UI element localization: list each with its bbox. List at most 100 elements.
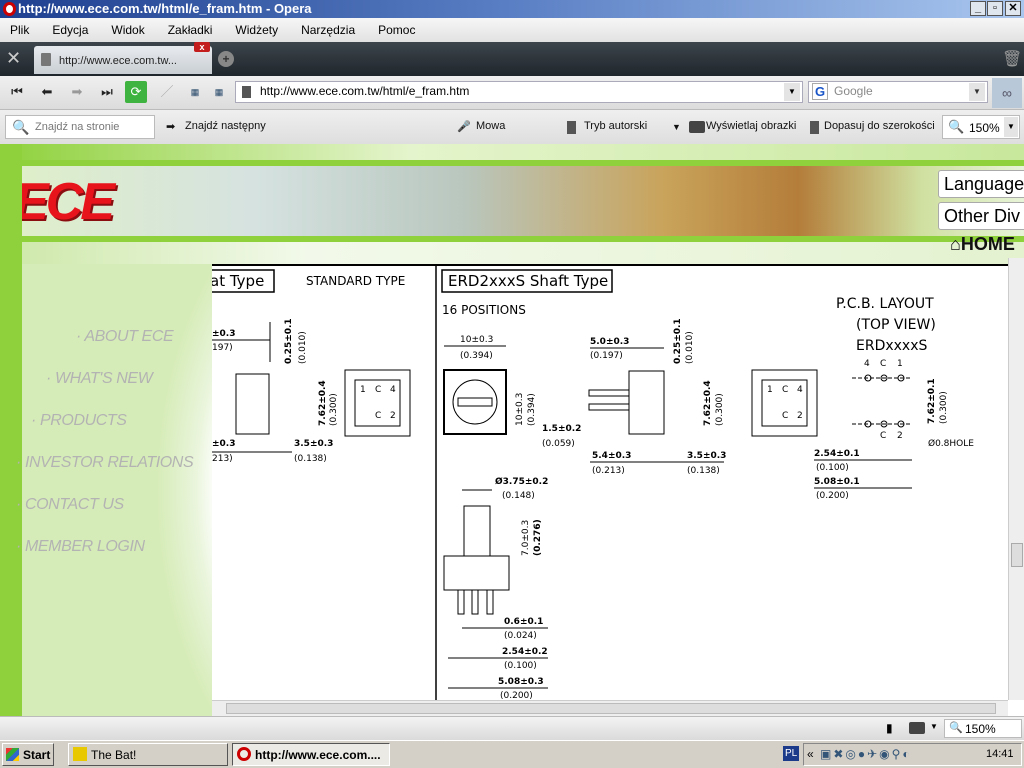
fit-width-button[interactable]: Dopasuj do szerokości [824,120,935,132]
fast-forward-button[interactable]: ⏭ [101,84,113,99]
language-select[interactable]: Language [938,170,1024,198]
task-the-bat[interactable]: The Bat! [68,743,228,766]
dim-label: 5.4±0.3 [592,451,631,461]
search-icon: 🔍 [12,119,30,135]
edit-icon[interactable]: ／ [160,84,174,99]
product-drawing-frame: at Type STANDARD TYPE ±0.3 197) ±0.3 213… [212,264,1008,700]
pin-label: C [782,411,788,421]
dim-label: (0.010) [298,331,308,364]
web-page: ECE Language Other Div ⌂HOME · ABOUT ECE… [0,144,1024,716]
dim-label: (0.213) [592,466,625,476]
menu-pomoc[interactable]: Pomoc [378,23,416,37]
tab-ece[interactable]: http://www.ece.com.tw... [34,46,212,74]
bat-icon [73,747,87,761]
search-field[interactable]: G Google ▼ [808,81,988,103]
opera-icon [237,747,251,761]
nav-about-ece[interactable]: · ABOUT ECE [76,328,174,345]
find-next-button[interactable]: Znajdź następny [185,120,266,132]
nav-member-login[interactable]: · MEMBER LOGIN [16,538,145,555]
zoom-icon: 🔍 [949,722,963,734]
html-icon-2[interactable]: ▦ [214,87,224,97]
reload-icon[interactable]: ⟳ [125,81,147,103]
show-images-button[interactable]: Wyświetlaj obrazki [706,120,797,132]
menu-plik[interactable]: Plik [10,23,30,37]
banner-image [0,166,1024,236]
menu-widok[interactable]: Widok [111,23,145,37]
author-mode-icon [567,121,576,134]
other-division-select[interactable]: Other Div [938,202,1024,230]
pin-label: 2 [797,411,803,421]
new-tab-button[interactable]: + [218,51,234,67]
vertical-scrollbar[interactable] [1008,258,1024,700]
dropdown-arrow-icon[interactable]: ▼ [672,122,681,132]
tools-icon[interactable]: ✕ [6,48,22,68]
scroll-thumb[interactable] [1011,543,1023,567]
ece-logo[interactable]: ECE [14,173,115,231]
nav-investor-relations[interactable]: · INVESTOR RELATIONS [16,454,194,471]
dim-label: 10±0.3 [515,393,525,426]
positions-label: 16 POSITIONS [442,303,526,317]
dim-label: 5.0±0.3 [590,337,629,347]
rewind-button[interactable]: ⏮ [11,84,23,99]
pcb-top-view-label: (TOP VIEW) [856,317,936,333]
back-button[interactable]: ⬅ [41,84,53,99]
dropdown-arrow-icon[interactable]: ▼ [930,722,938,731]
start-button[interactable]: Start [2,743,54,766]
trash-icon[interactable]: 🗑 [1002,51,1023,68]
glasses-icon[interactable]: ∞ [992,78,1022,108]
panel-icon[interactable]: ▮ [886,721,893,735]
window-title: http://www.ece.com.tw/html/e_fram.htm - … [18,1,312,16]
tray-icons[interactable]: ▣✖◎●✈◉⚲◐ [820,747,912,761]
dropdown-arrow-icon[interactable]: ▼ [969,83,985,101]
dim-label: (0.059) [542,439,575,449]
close-button[interactable]: ✕ [1005,1,1021,16]
forward-button[interactable]: ➡ [71,84,83,99]
menu-narzedzia[interactable]: Narzędzia [301,23,356,37]
dim-label: (0.138) [687,466,720,476]
nav-products[interactable]: · PRODUCTS [31,412,127,429]
dim-label: 1.5±0.2 [542,424,581,434]
menu-widzety[interactable]: Widżety [235,23,279,37]
tab-close-button[interactable]: x [194,42,210,52]
restore-button[interactable]: ▫ [987,1,1003,16]
scroll-thumb[interactable] [226,703,996,714]
title-bar: http://www.ece.com.tw/html/e_fram.htm - … [0,0,1024,18]
task-opera[interactable]: http://www.ece.com.... [232,743,390,766]
home-icon: ⌂ [950,234,961,254]
dim-label: (0.100) [816,463,849,473]
dim-label: 2.54±0.2 [502,647,548,657]
find-input[interactable]: 🔍 Znajdź na stronie [5,115,155,139]
voice-button[interactable]: Mowa [476,120,506,132]
tab-label: http://www.ece.com.tw... [59,55,177,67]
pin-label: C [375,411,381,421]
zoom-select[interactable]: 🔍 150% ▼ [942,115,1020,139]
address-bar[interactable]: http://www.ece.com.tw/html/e_fram.htm ▼ [235,81,803,103]
dropdown-arrow-icon[interactable]: ▼ [784,83,800,101]
horizontal-scrollbar[interactable] [212,700,1008,716]
menu-zakladki[interactable]: Zakładki [167,23,213,37]
expand-tray-icon[interactable]: « [807,747,814,761]
dim-label: (0.100) [504,661,537,671]
camera-icon[interactable] [909,722,925,734]
minimize-button[interactable]: _ [970,1,986,16]
dim-label: (0.200) [816,491,849,501]
status-zoom-select[interactable]: 🔍 150% [944,719,1022,738]
pin-label: C [375,385,381,395]
menu-bar: Plik Edycja Widok Zakładki Widżety Narzę… [0,18,1024,42]
green-band [0,242,1024,264]
html-icon[interactable]: ▦ [190,87,200,97]
dim-label: 7.62±0.1 [927,378,937,424]
menu-edycja[interactable]: Edycja [52,23,89,37]
dim-label: 213) [212,454,233,464]
pin-label: 4 [864,359,870,369]
nav-whats-new[interactable]: · WHAT'S NEW [46,370,153,387]
pcb-layout-title: P.C.B. LAYOUT [836,296,934,312]
dim-label: ±0.3 [212,329,235,339]
dim-label: (0.010) [685,331,695,364]
dim-label: Ø3.75±0.2 [495,476,548,487]
language-indicator[interactable]: PL [783,746,800,761]
dim-label: ±0.3 [212,439,235,449]
author-mode-button[interactable]: Tryb autorski [584,120,648,132]
home-link[interactable]: ⌂HOME [950,234,1015,255]
nav-contact-us[interactable]: · CONTACT US [16,496,124,513]
